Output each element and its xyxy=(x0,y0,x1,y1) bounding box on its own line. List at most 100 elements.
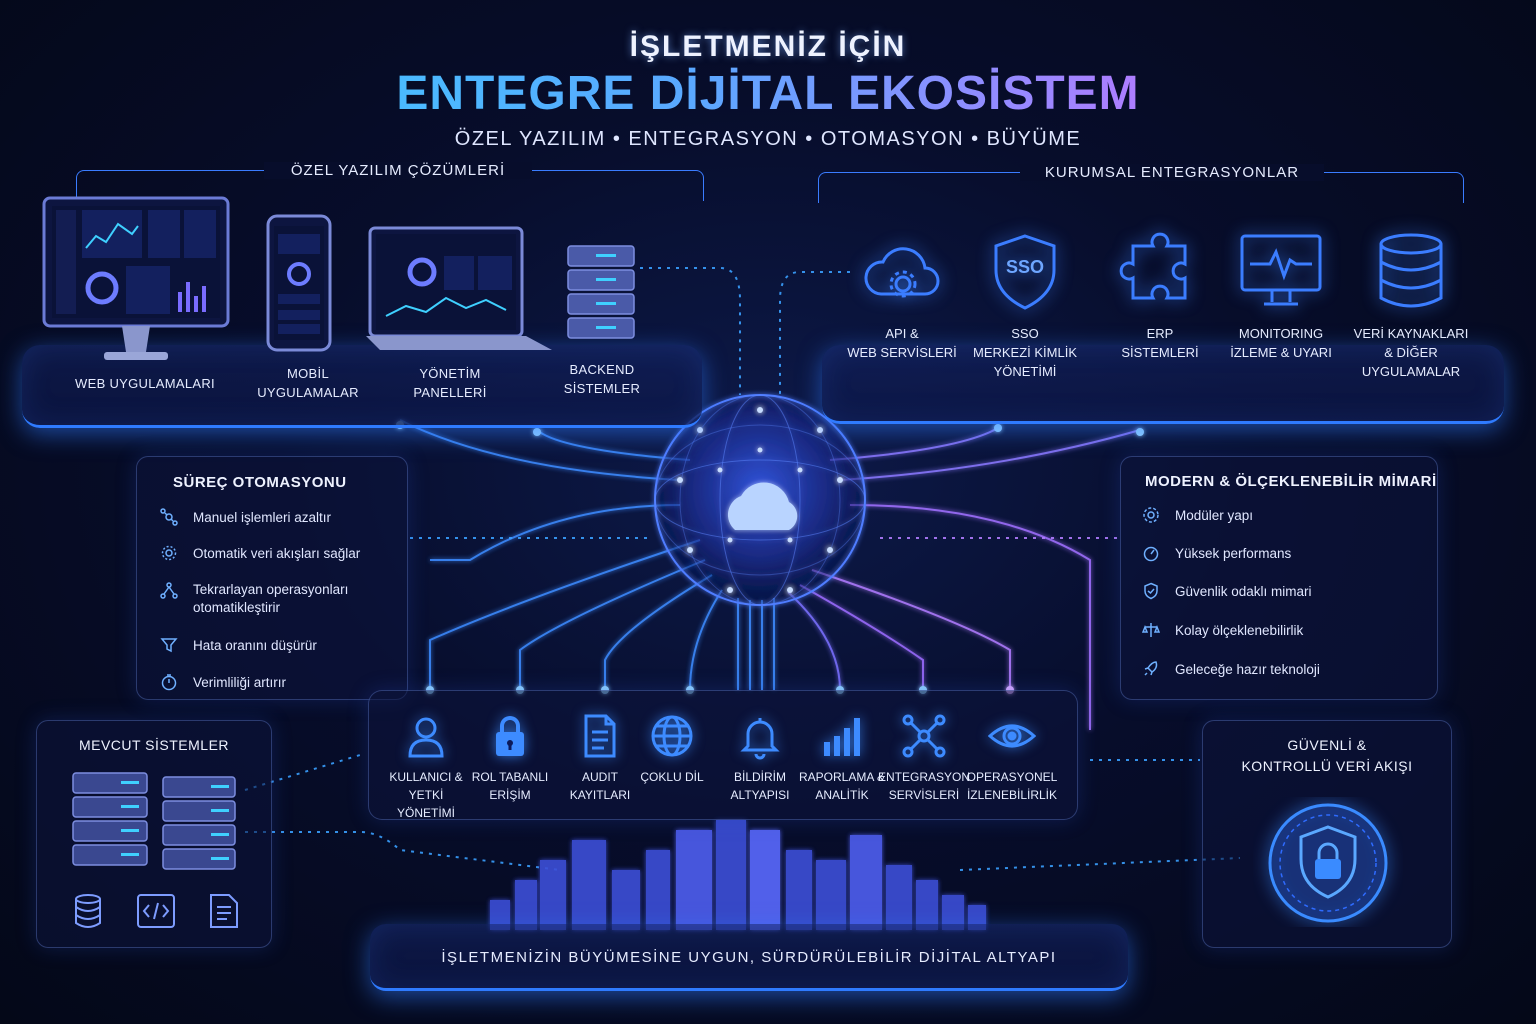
city-skyline xyxy=(490,820,986,930)
code-icon xyxy=(137,893,175,934)
web-apps-label: WEB UYGULAMALARI xyxy=(75,376,215,391)
rocket-icon xyxy=(1141,659,1161,679)
funnel-icon xyxy=(159,635,179,655)
list-item-label: Hata oranını düşürür xyxy=(193,637,317,653)
api-web-services: API & WEB SERVİSLERİ xyxy=(827,232,977,362)
mobile-apps-label: MOBİL UYGULAMALAR xyxy=(257,366,359,400)
workflow-icon xyxy=(159,507,179,527)
page-title: ENTEGRE DİJİTAL EKOSİSTEM xyxy=(0,66,1536,121)
erp-systems: ERP SİSTEMLERİ xyxy=(1085,232,1235,362)
list-item: Otomatik veri akışları sağlar xyxy=(159,543,360,563)
legacy-systems-title: MEVCUT SİSTEMLER xyxy=(78,737,230,753)
custom-software-title: ÖZEL YAZILIM ÇÖZÜMLERİ xyxy=(264,162,532,179)
list-item-label: Modüler yapı xyxy=(1175,507,1254,523)
process-automation-title: SÜREÇ OTOMASYONU xyxy=(173,474,347,491)
laptop-icon xyxy=(366,226,554,356)
document-icon xyxy=(209,893,239,934)
network-icon xyxy=(900,712,948,760)
list-item: Modüler yapı xyxy=(1141,505,1253,525)
list-item: Hata oranını düşürür xyxy=(159,635,317,655)
feature-label: BİLDİRİM ALTYAPISI xyxy=(730,770,790,802)
sso-badge: SSO xyxy=(1005,257,1044,277)
list-item-label: Verimliliği artırır xyxy=(193,674,287,690)
feature-label: OPERASYONEL İZLENEBİLİRLİK xyxy=(966,770,1058,802)
lock-icon xyxy=(486,712,534,760)
enterprise-title: KURUMSAL ENTEGRASYONLAR xyxy=(1020,164,1324,181)
feature-role-based-access: ROL TABANLI ERİŞİM xyxy=(464,712,556,804)
user-icon xyxy=(402,712,450,760)
monitor-pulse-icon xyxy=(1236,232,1326,312)
shield-check-icon xyxy=(1141,581,1161,601)
list-item-label: Güvenlik odaklı mimari xyxy=(1175,583,1312,599)
data-sources: VERİ KAYNAKLARI & DİĞER UYGULAMALAR xyxy=(1336,232,1486,381)
feature-operational-observability: OPERASYONEL İZLENEBİLİRLİK xyxy=(966,712,1058,804)
central-globe xyxy=(654,394,866,606)
speed-icon xyxy=(1141,543,1161,563)
nodes-icon xyxy=(159,581,179,601)
feature-label: ROL TABANLI ERİŞİM xyxy=(471,770,549,802)
feature-label: AUDIT KAYITLARI xyxy=(569,770,631,802)
shield-lock-icon xyxy=(1253,797,1403,932)
server-stack-icon xyxy=(566,244,636,344)
list-item-label: Tekrarlayan operasyonları otomatikleştir… xyxy=(193,582,349,615)
globe-icon xyxy=(648,712,696,760)
list-item: Tekrarlayan operasyonları otomatikleştir… xyxy=(159,581,348,617)
sso-identity: SSO SSO MERKEZİ KİMLİK YÖNETİMİ xyxy=(950,232,1100,381)
bar-chart-icon xyxy=(818,712,866,760)
process-automation-panel: SÜREÇ OTOMASYONU Manuel işlemleri azaltı… xyxy=(136,456,408,700)
feature-audit-logs: AUDIT KAYITLARI xyxy=(554,712,646,804)
puzzle-icon xyxy=(1115,232,1205,312)
footer-label: İŞLETMENİZİN BÜYÜMESİNE UYGUN, SÜRDÜRÜLE… xyxy=(441,949,1057,966)
data-sources-label: VERİ KAYNAKLARI & DİĞER UYGULAMALAR xyxy=(1353,326,1469,379)
page-subtitle: ÖZEL YAZILIM • ENTEGRASYON • OTOMASYON •… xyxy=(454,128,1082,150)
cloud-gear-icon xyxy=(857,232,947,312)
list-item: Yüksek performans xyxy=(1141,543,1291,563)
list-item: Manuel işlemleri azaltır xyxy=(159,507,331,527)
list-item-label: Yüksek performans xyxy=(1175,545,1292,561)
list-item: Verimliliği artırır xyxy=(159,672,286,692)
scale-icon xyxy=(1141,620,1161,640)
server-rack-icon xyxy=(71,771,237,876)
feature-label: ÇOKLU DİL xyxy=(640,770,704,784)
secure-flow-title: GÜVENLİ & KONTROLLÜ VERİ AKIŞI xyxy=(1241,737,1413,774)
feature-integration-services: ENTEGRASYON SERVİSLERİ xyxy=(878,712,970,804)
architecture-panel: MODERN & ÖLÇEKLENEBİLİR MİMARİ Modüler y… xyxy=(1120,456,1438,700)
backend-systems-label: BACKEND SİSTEMLER xyxy=(563,362,641,396)
list-item: Kolay ölçeklenebilirlik xyxy=(1141,620,1303,640)
stopwatch-icon xyxy=(159,672,179,692)
list-item: Geleceğe hazır teknoloji xyxy=(1141,659,1320,679)
list-item-label: Kolay ölçeklenebilirlik xyxy=(1175,622,1304,638)
monitoring-alerts: MONITORING İZLEME & UYARI xyxy=(1206,232,1356,362)
enterprise-platform xyxy=(822,345,1504,424)
features-panel xyxy=(368,690,1078,820)
eye-icon xyxy=(987,712,1037,760)
database-icon xyxy=(1366,232,1456,312)
feature-label: KULLANICI & YETKİ YÖNETİMİ xyxy=(389,770,463,820)
list-item-label: Geleceğe hazır teknoloji xyxy=(1175,661,1320,677)
feature-user-management: KULLANICI & YETKİ YÖNETİMİ xyxy=(380,712,472,822)
modules-icon xyxy=(1141,505,1161,525)
list-item: Güvenlik odaklı mimari xyxy=(1141,581,1312,601)
gear-flow-icon xyxy=(159,543,179,563)
feature-label: RAPORLAMA & ANALİTİK xyxy=(798,770,886,802)
footer-platform xyxy=(370,924,1128,991)
header-eyebrow: İŞLETMENİZ İÇİN xyxy=(629,30,907,63)
smartphone-icon xyxy=(266,214,332,352)
api-label: API & WEB SERVİSLERİ xyxy=(847,326,957,360)
bell-icon xyxy=(736,712,784,760)
feature-multi-language: ÇOKLU DİL xyxy=(626,712,718,786)
database-icon xyxy=(73,893,103,934)
feature-notifications: BİLDİRİM ALTYAPISI xyxy=(714,712,806,804)
erp-label: ERP SİSTEMLERİ xyxy=(1121,326,1199,360)
admin-panels-label: YÖNETİM PANELLERİ xyxy=(413,366,487,400)
monitoring-label: MONITORING İZLEME & UYARI xyxy=(1230,326,1332,360)
list-item-label: Manuel işlemleri azaltır xyxy=(193,509,332,525)
desktop-monitor-icon xyxy=(42,196,230,368)
document-icon xyxy=(576,712,624,760)
architecture-title: MODERN & ÖLÇEKLENEBİLİR MİMARİ xyxy=(1145,473,1437,490)
feature-reporting-analytics: RAPORLAMA & ANALİTİK xyxy=(796,712,888,804)
feature-label: ENTEGRASYON SERVİSLERİ xyxy=(878,770,971,802)
sso-label: SSO MERKEZİ KİMLİK YÖNETİMİ xyxy=(972,326,1078,379)
shield-sso-icon: SSO xyxy=(980,232,1070,312)
